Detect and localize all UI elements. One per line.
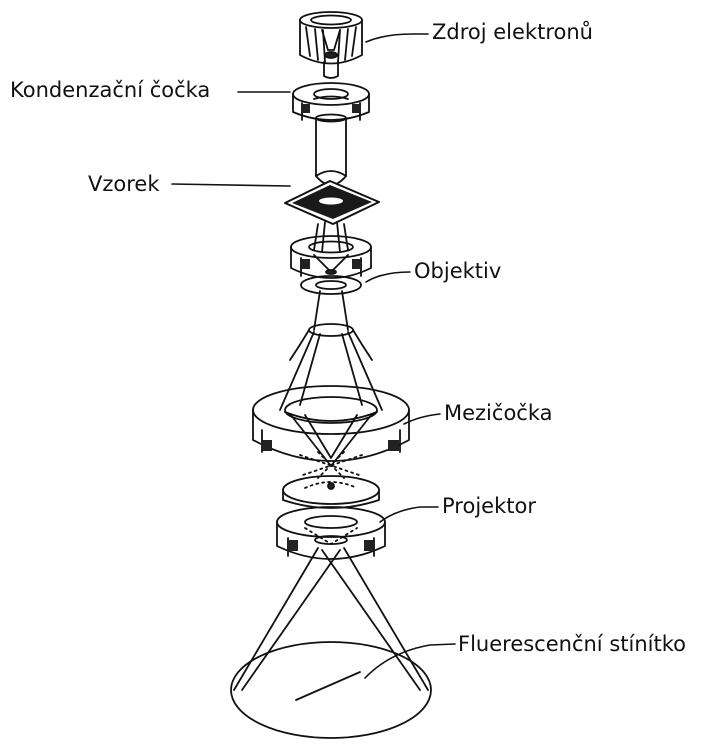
leader-objective [366,272,410,282]
label-specimen: Vzorek [88,174,160,195]
label-intermediate-lens: Mezičočka [444,403,553,424]
projector-lens [277,476,385,559]
electron-source [300,12,362,78]
intermediate-lens [253,386,409,466]
label-condenser-lens: Kondenzační čočka [10,80,210,101]
crossover-dots [300,452,362,478]
leader-projector [380,507,438,522]
specimen [285,181,379,224]
leader-source [366,34,428,42]
leader-specimen [172,184,290,186]
label-fluorescent-screen: Fluerescenční stínítko [458,634,686,655]
projection-beams [234,548,428,690]
fluorescent-screen [231,642,431,738]
label-electron-source: Zdroj elektronů [432,22,593,43]
beam-tube-upper [316,115,346,186]
label-objective-lens: Objektiv [414,261,501,282]
label-projector-lens: Projektor [442,496,536,517]
objective-lens [291,236,371,330]
